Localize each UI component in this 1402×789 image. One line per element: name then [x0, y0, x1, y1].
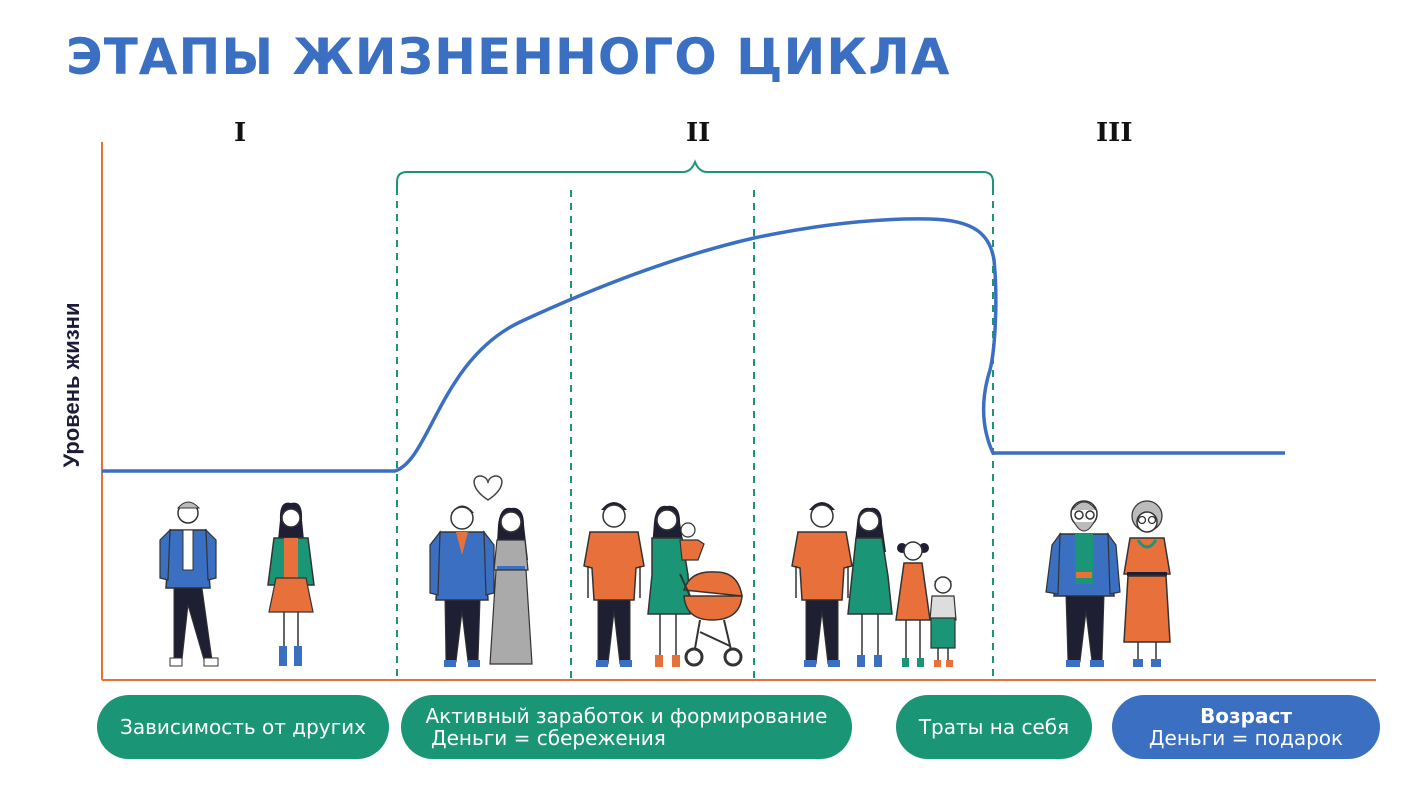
stage-2-bracket [396, 159, 994, 188]
wedding-couple [429, 505, 533, 667]
stage-label-2: II [686, 118, 711, 148]
pill-self-spending-text: Траты на себя [918, 715, 1070, 739]
heart-icon [473, 475, 503, 501]
stage-dividers [396, 188, 994, 680]
young-woman [267, 502, 315, 666]
page-title: ЭТАПЫ ЖИЗНЕННОГО ЦИКЛА [66, 28, 951, 86]
stage-label-3: III [1096, 118, 1133, 148]
pill-dependence-text: Зависимость от других [120, 715, 366, 739]
life-level-curve [102, 217, 1285, 473]
pill-age-subtitle: Деньги = подарок [1148, 726, 1344, 750]
pill-active-earning-line2: Деньги = сбережения [431, 726, 666, 750]
pill-age: Возраст Деньги = подарок [1112, 695, 1380, 759]
pill-dependence: Зависимость от других [97, 695, 389, 759]
parents-with-stroller [583, 502, 743, 667]
family-with-two-children [791, 502, 957, 667]
stage-label-1: I [234, 118, 247, 148]
pill-active-earning: Активный заработок и формирование Деньги… [401, 695, 852, 759]
pill-age-title: Возраст [1200, 704, 1292, 728]
young-man [159, 501, 219, 667]
pill-active-earning-line1: Активный заработок и формирование [425, 704, 828, 728]
pill-self-spending: Траты на себя [896, 695, 1092, 759]
elderly-couple [1045, 500, 1171, 667]
